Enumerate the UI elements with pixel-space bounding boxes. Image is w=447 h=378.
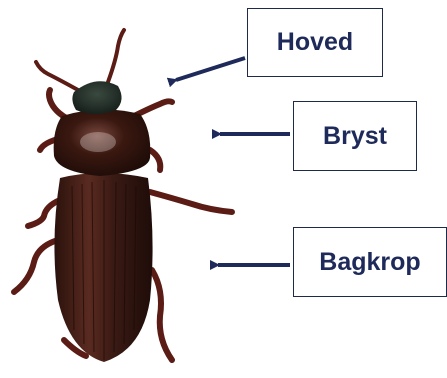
abdomen-label-box: Bagkrop bbox=[293, 227, 447, 297]
head-label-box: Hoved bbox=[247, 8, 383, 77]
thorax-label-box: Bryst bbox=[293, 101, 417, 171]
thorax-label: Bryst bbox=[323, 122, 387, 151]
head-label: Hoved bbox=[277, 28, 353, 57]
arrow-head-label bbox=[176, 58, 245, 80]
abdomen-label: Bagkrop bbox=[319, 248, 420, 277]
